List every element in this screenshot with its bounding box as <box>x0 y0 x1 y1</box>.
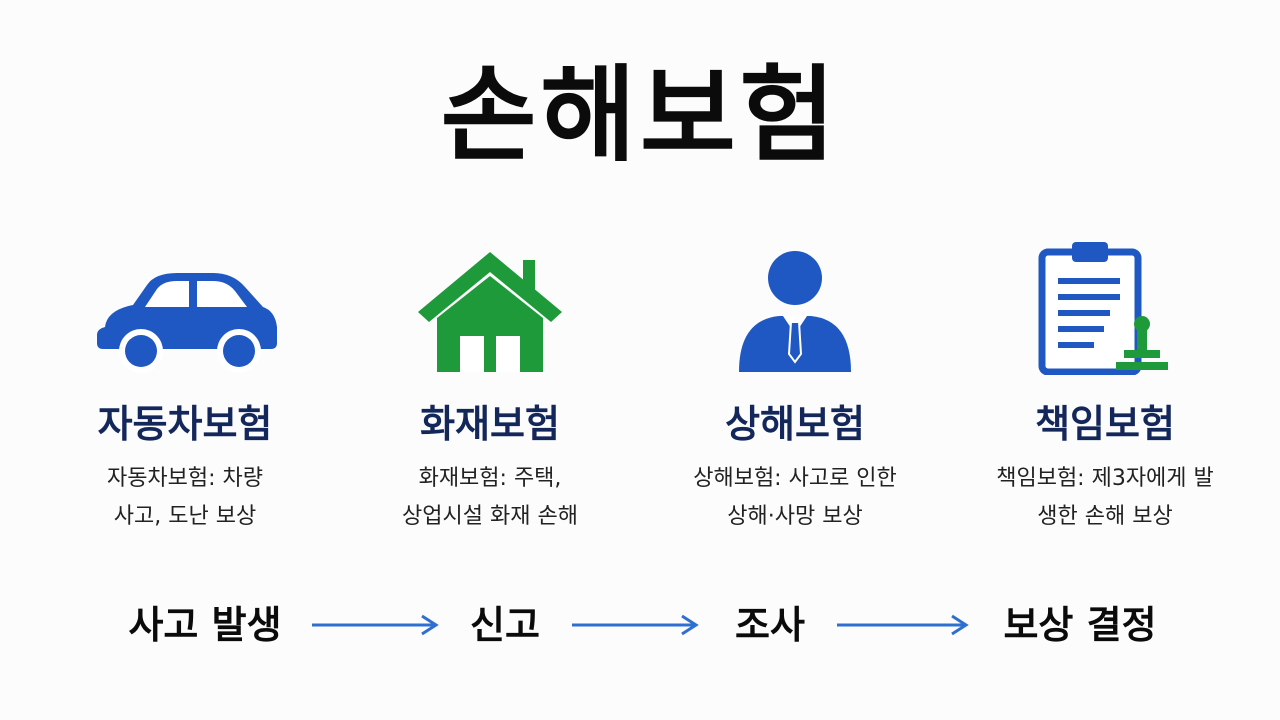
category-title: 책임보험 <box>1035 402 1175 446</box>
category-injury-insurance: 상해보험 상해보험: 사고로 인한 상해·사망 보상 <box>645 245 945 536</box>
flow-step-accident: 사고 발생 <box>128 603 282 647</box>
description-line: 생한 손해 보상 <box>1037 504 1173 529</box>
category-description: 자동차보험: 차량 사고, 도난 보상 <box>35 460 335 536</box>
category-title: 화재보험 <box>420 402 560 446</box>
arrow-right-icon <box>837 614 969 636</box>
arrow-right-icon <box>312 614 439 636</box>
process-flow: 사고 발생 신고 조사 보상 결정 <box>0 595 1280 655</box>
person-icon <box>645 245 945 375</box>
description-line: 상해·사망 보상 <box>727 504 863 529</box>
description-line: 화재보험: 주택, <box>418 466 562 491</box>
category-liability-insurance: 책임보험 책임보험: 제3자에게 발 생한 손해 보상 <box>955 242 1255 536</box>
description-line: 상업시설 화재 손해 <box>402 504 578 529</box>
clipboard-stamp-icon <box>955 242 1255 375</box>
description-line: 책임보험: 제3자에게 발 <box>996 466 1214 491</box>
house-icon <box>340 245 640 375</box>
category-title: 자동차보험 <box>97 402 273 446</box>
category-auto-insurance: 자동차보험 자동차보험: 차량 사고, 도난 보상 <box>35 245 335 536</box>
flow-step-report: 신고 <box>470 603 540 647</box>
flow-step-compensation-decision: 보상 결정 <box>1003 603 1157 647</box>
description-line: 자동차보험: 차량 <box>106 466 264 491</box>
arrow-right-icon <box>572 614 699 636</box>
page-title: 손해보험 <box>440 54 840 176</box>
flow-step-investigation: 조사 <box>735 603 805 647</box>
category-description: 화재보험: 주택, 상업시설 화재 손해 <box>340 460 640 536</box>
car-icon <box>35 245 335 375</box>
category-title: 상해보험 <box>725 402 865 446</box>
category-description: 상해보험: 사고로 인한 상해·사망 보상 <box>645 460 945 536</box>
description-line: 상해보험: 사고로 인한 <box>693 466 897 491</box>
category-description: 책임보험: 제3자에게 발 생한 손해 보상 <box>955 460 1255 536</box>
description-line: 사고, 도난 보상 <box>113 504 257 529</box>
category-fire-insurance: 화재보험 화재보험: 주택, 상업시설 화재 손해 <box>340 245 640 536</box>
